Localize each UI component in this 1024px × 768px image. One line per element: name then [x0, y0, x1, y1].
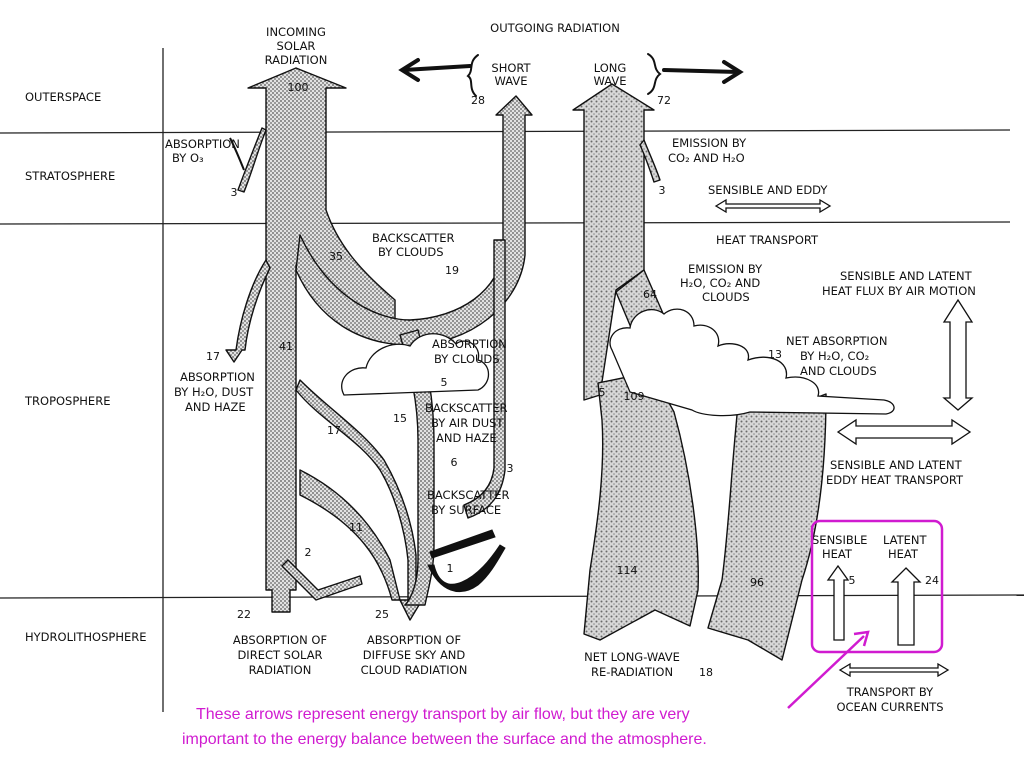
- long-wave-2: WAVE: [593, 74, 626, 88]
- label-latent-heat-2: HEAT: [888, 547, 919, 561]
- label-absorption-h2o-1: ABSORPTION: [180, 370, 255, 384]
- layer-troposphere: TROPOSPHERE: [24, 394, 110, 408]
- label-emission-clouds-3: CLOUDS: [702, 290, 750, 304]
- label-net-longwave-2: RE-RADIATION: [591, 665, 673, 679]
- value-direct-22: 22: [237, 608, 251, 621]
- label-heat-transport: HEAT TRANSPORT: [716, 233, 819, 247]
- label-ocean-currents-2: OCEAN CURRENTS: [836, 700, 943, 714]
- label-sensible-heat-2: HEAT: [822, 547, 853, 561]
- value-incoming: 100: [288, 81, 309, 94]
- label-emission-co2-2: CO₂ AND H₂O: [668, 151, 745, 165]
- value-114: 114: [617, 564, 638, 577]
- annotation-highlight: [787, 519, 944, 709]
- transport-arrows: [714, 198, 974, 678]
- annotation-pointer: [787, 635, 865, 709]
- label-sensible-heat-1: SENSIBLE: [812, 533, 867, 547]
- label-backscatter-air-1: BACKSCATTER: [425, 401, 508, 415]
- value-17b: 17: [327, 424, 341, 437]
- surface-dark-arrows: [229, 137, 506, 593]
- value-net-18: 18: [699, 666, 713, 679]
- short-wave-1: SHORT: [491, 61, 531, 75]
- annotation-line-1: These arrows represent energy transport …: [196, 706, 690, 723]
- value-109: 109: [624, 390, 645, 403]
- label-net-longwave-1: NET LONG-WAVE: [584, 650, 680, 664]
- label-absorption-h2o-2: BY H₂O, DUST: [174, 385, 254, 399]
- label-absorption-o3-b: BY O₃: [172, 151, 204, 165]
- incoming-heading-2: SOLAR: [277, 39, 316, 53]
- value-emission-strat: 3: [659, 184, 666, 197]
- label-eddy-transport-1: SENSIBLE AND LATENT: [830, 458, 963, 472]
- value-15: 15: [393, 412, 407, 425]
- label-air-motion-2: HEAT FLUX BY AIR MOTION: [822, 284, 976, 298]
- flow-values: 100 28 72 3 3 35 19 64 41 17 5 13 5 109 …: [206, 81, 939, 679]
- layer-outerspace: OUTERSPACE: [25, 90, 101, 104]
- label-emission-clouds-2: H₂O, CO₂ AND: [680, 276, 760, 290]
- label-ocean-currents-1: TRANSPORT BY: [846, 685, 934, 699]
- label-absorption-clouds-2: BY CLOUDS: [434, 352, 500, 366]
- outgoing-heading: OUTGOING RADIATION: [490, 21, 620, 35]
- value-backscatter-19: 19: [445, 264, 459, 277]
- label-diffuse-sky-1: ABSORPTION OF: [367, 633, 461, 647]
- label-eddy-transport-2: EDDY HEAT TRANSPORT: [826, 473, 964, 487]
- value-5-left: 5: [599, 386, 606, 399]
- label-backscatter-surface-2: BY SURFACE: [431, 503, 501, 517]
- value-3: 3: [507, 462, 514, 475]
- label-latent-heat-1: LATENT: [883, 533, 928, 547]
- label-absorption-o3: ABSORPTION: [165, 137, 240, 151]
- value-o3: 3: [231, 186, 238, 199]
- value-absorption-clouds-5: 5: [441, 376, 448, 389]
- value-17a: 17: [206, 350, 220, 363]
- value-6: 6: [451, 456, 458, 469]
- annotation-arrowhead: [853, 630, 870, 647]
- cloud-outlines: [341, 308, 895, 417]
- incoming-heading-3: RADIATION: [265, 53, 328, 67]
- label-absorption-o3-1: ABSORPTION: [165, 137, 240, 151]
- value-emission-64: 64: [643, 288, 657, 301]
- label-backscatter-clouds-1: BACKSCATTER: [372, 231, 455, 245]
- layer-labels: OUTERSPACE STRATOSPHERE TROPOSPHERE HYDR…: [24, 90, 147, 644]
- label-emission-co2-1: EMISSION BY: [672, 136, 747, 150]
- value-11: 11: [349, 521, 363, 534]
- process-labels: ABSORPTION BY O₃ EMISSION BY CO₂ AND H₂O…: [165, 136, 976, 714]
- label-backscatter-air-3: AND HAZE: [436, 431, 497, 445]
- value-long-wave: 72: [657, 94, 671, 107]
- value-1: 1: [447, 562, 454, 575]
- label-direct-solar-3: RADIATION: [249, 663, 312, 677]
- label-absorption-h2o-3: AND HAZE: [185, 400, 246, 414]
- label-sensible-eddy: SENSIBLE AND EDDY: [708, 183, 828, 197]
- annotation-line-2: important to the energy balance between …: [182, 731, 707, 748]
- label-emission-clouds-1: EMISSION BY: [688, 262, 763, 276]
- value-13: 13: [768, 348, 782, 361]
- label-net-absorption-2: BY H₂O, CO₂: [800, 349, 869, 363]
- value-backscatter-35: 35: [329, 250, 343, 263]
- label-diffuse-sky-2: DIFFUSE SKY AND: [363, 648, 466, 662]
- value-diffuse-25: 25: [375, 608, 389, 621]
- label-absorption-clouds-1: ABSORPTION: [432, 337, 507, 351]
- short-wave-2: WAVE: [494, 74, 527, 88]
- highlight-box: [810, 519, 944, 654]
- label-backscatter-surface-1: BACKSCATTER: [427, 488, 510, 502]
- label-air-motion-1: SENSIBLE AND LATENT: [840, 269, 973, 283]
- label-direct-solar-2: DIRECT SOLAR: [237, 648, 322, 662]
- value-96: 96: [750, 576, 764, 589]
- value-short-wave: 28: [471, 94, 485, 107]
- outgoing-arrows: [398, 53, 744, 97]
- label-backscatter-clouds-2: BY CLOUDS: [378, 245, 444, 259]
- incoming-heading-1: INCOMING: [266, 25, 326, 39]
- value-sensible-5: 5: [849, 574, 856, 587]
- long-wave-1: LONG: [594, 61, 627, 75]
- label-diffuse-sky-3: CLOUD RADIATION: [361, 663, 468, 677]
- label-backscatter-air-2: BY AIR DUST: [431, 416, 504, 430]
- value-2: 2: [305, 546, 312, 559]
- label-net-absorption-3: AND CLOUDS: [800, 364, 877, 378]
- value-latent-24: 24: [925, 574, 939, 587]
- headings: INCOMING SOLAR RADIATION OUTGOING RADIAT…: [265, 21, 627, 88]
- layer-stratosphere: STRATOSPHERE: [25, 169, 115, 183]
- value-41: 41: [279, 340, 293, 353]
- label-net-absorption-1: NET ABSORPTION: [786, 334, 887, 348]
- label-direct-solar-1: ABSORPTION OF: [233, 633, 327, 647]
- layer-hydrolithosphere: HYDROLITHOSPHERE: [25, 630, 147, 644]
